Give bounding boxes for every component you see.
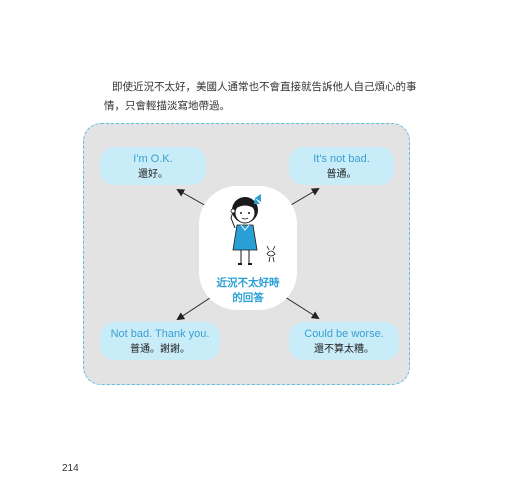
intro-paragraph: 即使近況不太好，美國人通常也不會直接就告訴他人自己煩心的事情，只會輕描淡寫地帶過… — [104, 81, 417, 112]
bubble-its-not-bad: It's not bad. 普通。 — [289, 147, 394, 185]
bubble-english: I'm O.K. — [133, 153, 173, 165]
bubble-chinese: 還不算太糟。 — [314, 344, 374, 355]
page-number: 214 — [62, 463, 79, 474]
bubble-english: Not bad. Thank you. — [110, 328, 210, 340]
girl-illustration-icon — [230, 194, 276, 265]
bubble-english: It's not bad. — [313, 153, 370, 165]
bubble-im-ok: I'm O.K. 還好。 — [100, 147, 206, 185]
bubble-chinese: 還好。 — [138, 169, 168, 180]
center-label-line1: 近況不太好時 — [216, 277, 280, 289]
bubble-chinese: 普通。謝謝。 — [130, 344, 190, 355]
center-label: 近況不太好時 的回答 — [199, 276, 297, 306]
bubble-chinese: 普通。 — [326, 169, 357, 180]
center-label-line2: 的回答 — [232, 292, 264, 304]
bubble-not-bad-thank-you: Not bad. Thank you. 普通。謝謝。 — [100, 322, 220, 360]
bubble-could-be-worse: Could be worse. 還不算太糟。 — [289, 322, 399, 360]
bubble-english: Could be worse. — [304, 328, 384, 340]
